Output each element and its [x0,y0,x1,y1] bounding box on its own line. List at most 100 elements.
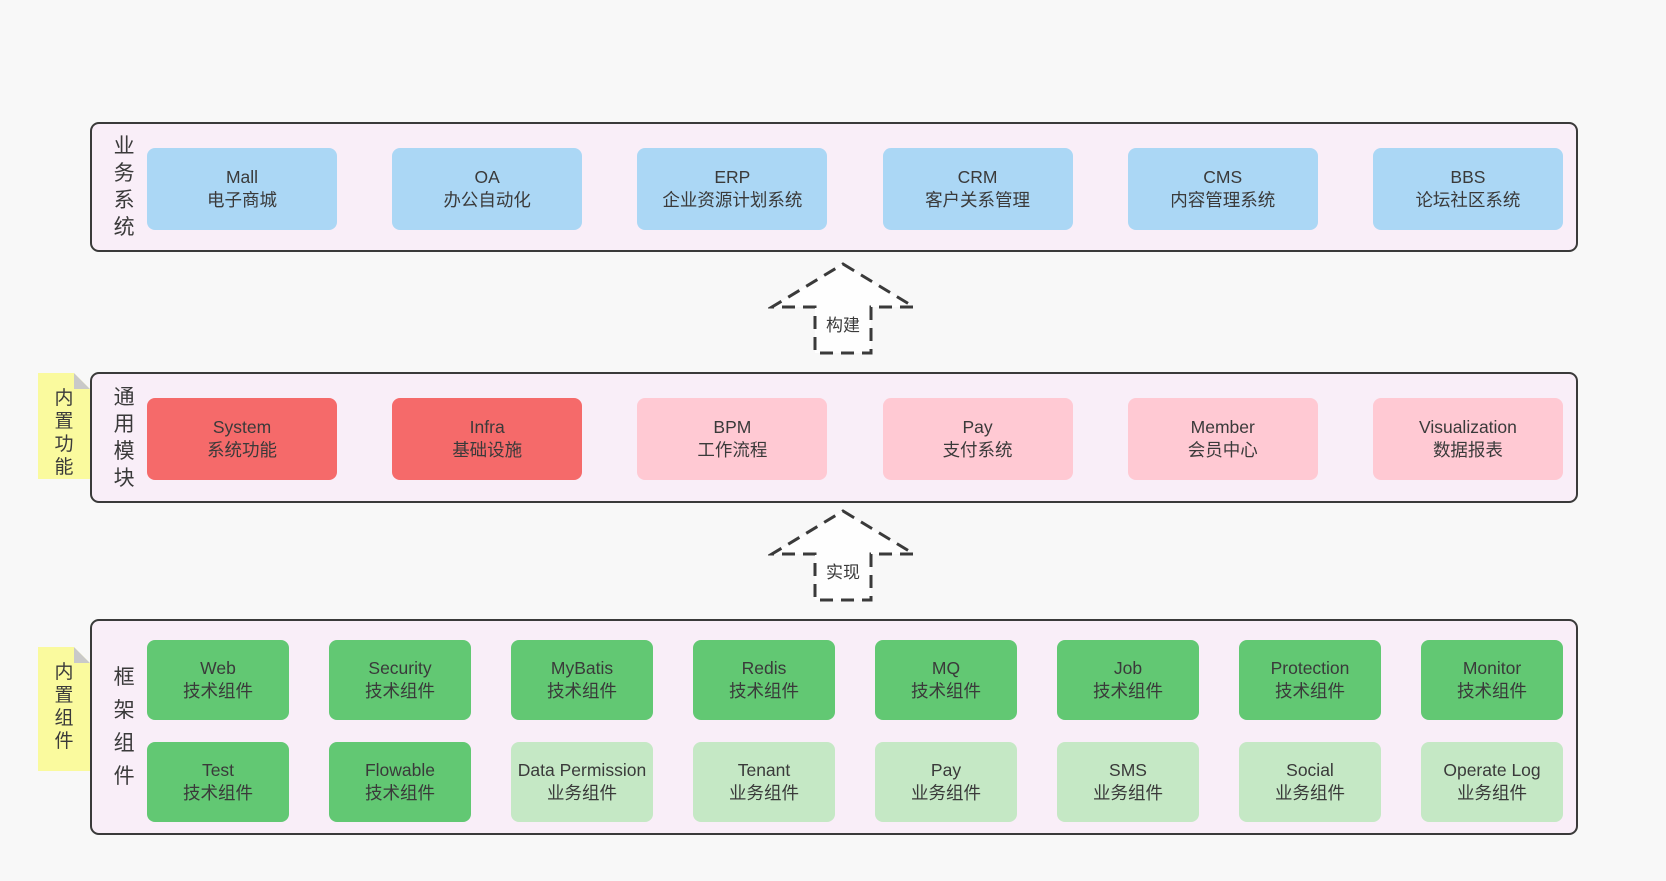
box-subtitle: 办公自动化 [443,190,531,210]
box-subtitle: 技术组件 [365,681,435,701]
box-title: Member [1190,417,1255,437]
box-title: Test [201,760,235,780]
box-security: Security 技术组件 [329,640,471,720]
box-flowable: Flowable 技术组件 [329,742,471,822]
box-sms: SMS 业务组件 [1057,742,1199,822]
box-title: Mall [225,167,259,187]
box-operate-log: Operate Log 业务组件 [1421,742,1563,822]
box-crm: CRM 客户关系管理 [882,148,1073,230]
box-pay-component: Pay 业务组件 [875,742,1017,822]
box-subtitle: 技术组件 [547,681,617,701]
box-web: Web 技术组件 [147,640,289,720]
box-title: Security [368,658,432,678]
box-title: OA [474,167,500,187]
modules-boxes-row: System 系统功能 Infra 基础设施 BPM 工作流程 Pay 支付系统… [147,398,1563,480]
box-subtitle: 技术组件 [183,783,253,803]
layer-label-business: 业务系统 [113,135,135,239]
box-title: Tenant [737,760,791,780]
box-subtitle: 业务组件 [1457,783,1527,803]
implement-arrow: 实现 [768,508,918,603]
box-title: CRM [957,167,998,187]
box-subtitle: 企业资源计划系统 [662,190,803,210]
box-mybatis: MyBatis 技术组件 [511,640,653,720]
box-title: ERP [714,167,751,187]
layer-label-components: 框架组件 [113,666,135,788]
box-mq: MQ 技术组件 [875,640,1017,720]
box-title: Infra [469,417,505,437]
box-oa: OA 办公自动化 [392,148,583,230]
box-data-permission: Data Permission 业务组件 [511,742,653,822]
components-row-1: Web 技术组件 Security 技术组件 MyBatis 技术组件 Redi… [147,640,1563,720]
box-subtitle: 基础设施 [452,440,523,460]
sticky-note-builtin-components: 内置组件 [38,647,90,771]
box-social: Social 业务组件 [1239,742,1381,822]
box-subtitle: 客户关系管理 [925,190,1031,210]
box-erp: ERP 企业资源计划系统 [637,148,828,230]
box-protection: Protection 技术组件 [1239,640,1381,720]
box-redis: Redis 技术组件 [693,640,835,720]
note-text: 内置功能 [54,388,74,478]
box-subtitle: 技术组件 [911,681,981,701]
box-title: Pay [962,417,993,437]
box-title: Web [200,658,236,678]
box-pay-module: Pay 支付系统 [882,398,1073,480]
up-arrow-icon [768,509,918,602]
box-title: Monitor [1462,658,1522,678]
implement-arrow-label: 实现 [826,563,860,582]
build-arrow: 构建 [768,261,918,356]
box-title: BPM [713,417,752,437]
box-subtitle: 技术组件 [1275,681,1345,701]
box-subtitle: 业务组件 [547,783,617,803]
box-title: Operate Log [1443,760,1541,780]
box-bbs: BBS 论坛社区系统 [1372,148,1563,230]
box-system: System 系统功能 [147,398,337,480]
box-subtitle: 支付系统 [942,440,1013,460]
box-title: Data Permission [517,760,647,780]
box-title: Flowable [364,760,436,780]
note-text: 内置组件 [54,662,74,752]
business-boxes-row: Mall 电子商城 OA 办公自动化 ERP 企业资源计划系统 CRM 客户关系… [147,148,1563,230]
box-visualization: Visualization 数据报表 [1372,398,1563,480]
box-infra: Infra 基础设施 [392,398,583,480]
box-title: Protection [1270,658,1350,678]
box-title: MQ [931,658,961,678]
box-subtitle: 内容管理系统 [1170,190,1276,210]
box-title: Redis [741,658,787,678]
layer-business-systems: 业务系统 Mall 电子商城 OA 办公自动化 ERP 企业资源计划系统 CRM… [90,122,1578,252]
note-fold-icon [74,647,90,663]
box-title: Pay [930,760,962,780]
box-subtitle: 数据报表 [1432,440,1503,460]
box-subtitle: 工作流程 [697,440,768,460]
box-title: Job [1113,658,1143,678]
components-row-2: Test 技术组件 Flowable 技术组件 Data Permission … [147,742,1563,822]
box-subtitle: 技术组件 [365,783,435,803]
box-title: SMS [1109,760,1147,780]
box-title: System [212,417,272,437]
layer-label-modules: 通用模块 [113,385,135,490]
box-mall: Mall 电子商城 [147,148,337,230]
box-subtitle: 业务组件 [1093,783,1163,803]
layer-common-modules: 通用模块 System 系统功能 Infra 基础设施 BPM 工作流程 Pay… [90,372,1578,503]
box-subtitle: 业务组件 [1275,783,1345,803]
box-subtitle: 论坛社区系统 [1415,190,1521,210]
sticky-note-builtin-functions: 内置功能 [38,373,90,479]
box-title: BBS [1450,167,1486,187]
box-title: MyBatis [550,658,614,678]
box-member: Member 会员中心 [1127,398,1318,480]
box-title: Social [1286,760,1334,780]
box-title: CMS [1203,167,1243,187]
up-arrow-icon [768,262,918,355]
box-subtitle: 系统功能 [207,440,277,460]
box-bpm: BPM 工作流程 [637,398,828,480]
box-subtitle: 业务组件 [729,783,799,803]
note-fold-icon [74,373,90,389]
layer-framework-components: 框架组件 Web 技术组件 Security 技术组件 MyBatis 技术组件… [90,619,1578,835]
box-tenant: Tenant 业务组件 [693,742,835,822]
box-monitor: Monitor 技术组件 [1421,640,1563,720]
box-test: Test 技术组件 [147,742,289,822]
box-subtitle: 电子商城 [207,190,277,210]
build-arrow-label: 构建 [826,316,860,335]
box-subtitle: 技术组件 [729,681,799,701]
box-cms: CMS 内容管理系统 [1127,148,1318,230]
